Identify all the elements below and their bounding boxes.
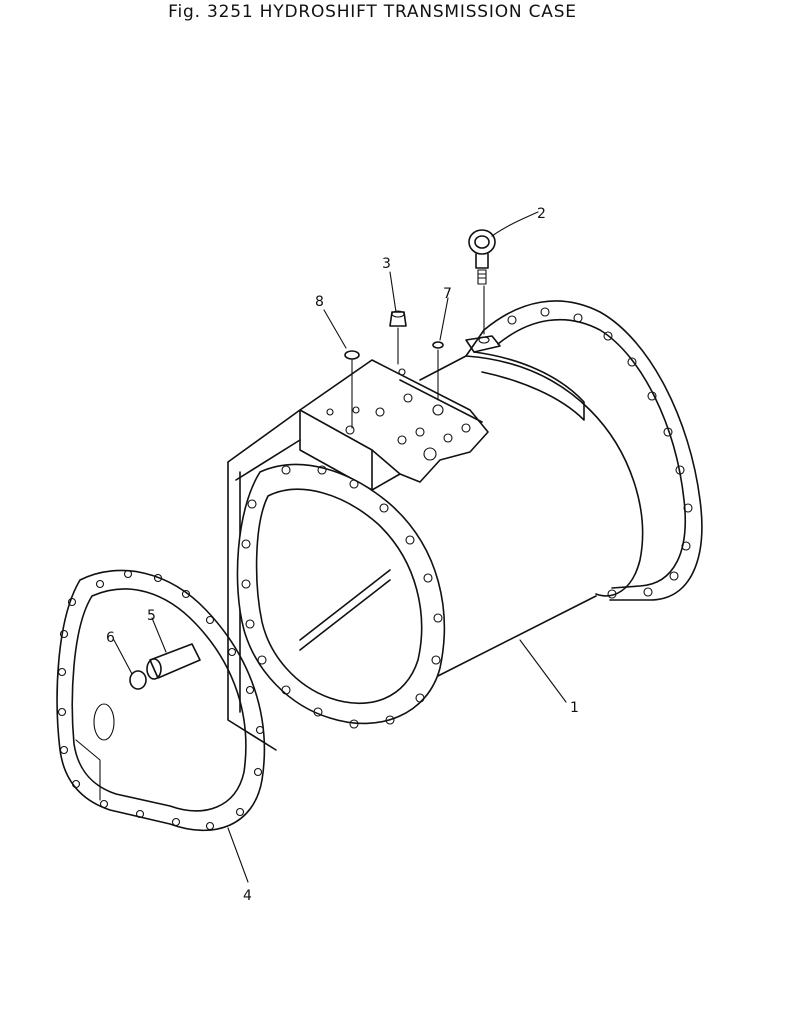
callout-4: 4 <box>243 888 252 904</box>
dowel-pin <box>146 643 201 680</box>
plug-3 <box>389 310 407 365</box>
rear-flange <box>483 300 703 601</box>
callout-7: 7 <box>443 286 452 302</box>
callout-numbers: 1 2 3 4 5 6 7 8 <box>106 206 579 904</box>
callout-8: 8 <box>315 294 324 310</box>
gasket <box>56 569 266 832</box>
lifting-eye-bolt <box>468 229 496 335</box>
o-ring-8 <box>344 350 360 429</box>
callout-3: 3 <box>382 256 391 272</box>
case-body <box>419 329 644 681</box>
front-flange <box>236 463 446 729</box>
callout-1: 1 <box>570 700 579 716</box>
callout-5: 5 <box>147 608 156 624</box>
leader-lines <box>113 211 567 883</box>
callout-6: 6 <box>106 630 115 646</box>
o-ring-6 <box>129 670 147 690</box>
callout-2: 2 <box>537 206 546 222</box>
valve-mount-block <box>299 359 489 491</box>
o-ring-7 <box>432 341 444 401</box>
figure-title: Fig. 3251 HYDROSHIFT TRANSMISSION CASE <box>168 2 577 22</box>
